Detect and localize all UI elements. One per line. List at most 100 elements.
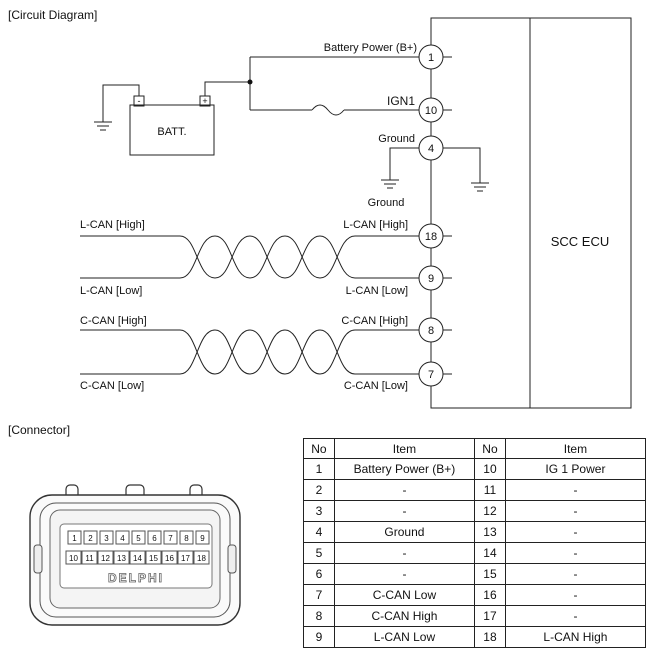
pin-10-label: IGN1 (387, 94, 415, 108)
battery-label: BATT. (157, 126, 186, 138)
cell-item: L-CAN High (504, 626, 646, 648)
table-row: 5 - 14 - (303, 542, 646, 564)
cell-item: Ground (333, 521, 476, 543)
connector-pin-11: 11 (85, 554, 94, 563)
pin-9: 9 (418, 265, 444, 291)
pin-8: 8 (418, 317, 444, 343)
cell-item: IG 1 Power (504, 458, 646, 480)
left-c-can-high-label: C-CAN [High] (80, 315, 147, 327)
connector-pin-3: 3 (104, 534, 109, 543)
left-l-can-high-label: L-CAN [High] (80, 219, 145, 231)
cell-no: 11 (474, 479, 506, 501)
connector-pin-14: 14 (133, 554, 142, 563)
header-no-1: No (303, 438, 335, 459)
cell-no: 10 (474, 458, 506, 480)
pin-10-number: 10 (425, 105, 437, 117)
header-no-2: No (474, 438, 506, 459)
cell-no: 4 (303, 521, 335, 543)
pin-4: 4 (418, 135, 444, 161)
cell-item: - (504, 605, 646, 627)
cell-no: 3 (303, 500, 335, 522)
cell-item: C-CAN Low (333, 584, 476, 606)
cell-item: - (333, 542, 476, 564)
table-row: 4 Ground 13 - (303, 521, 646, 543)
pin-18-number: 18 (425, 231, 437, 243)
battery-positive-wire (204, 81, 250, 96)
wire-junction (247, 79, 253, 85)
cell-item: - (504, 479, 646, 501)
pin-10: 10 (418, 97, 444, 123)
pin-4-label: Ground (378, 133, 415, 145)
table-row: 6 - 15 - (303, 563, 646, 585)
cell-no: 18 (474, 626, 506, 648)
cell-no: 9 (303, 626, 335, 648)
pin-table: No Item No Item 1 Battery Power (B+) 10 … (303, 438, 646, 648)
ground-wire-left (389, 147, 419, 180)
pin-7: 7 (418, 361, 444, 387)
cell-item: - (504, 500, 646, 522)
left-l-can-low-label: L-CAN [Low] (80, 285, 142, 297)
battery: BATT. - + (129, 95, 215, 156)
cell-no: 6 (303, 563, 335, 585)
pin-18: 18 (418, 223, 444, 249)
cell-no: 17 (474, 605, 506, 627)
ground-symbol-left (381, 179, 399, 189)
cell-item: - (333, 563, 476, 585)
battery-ground-symbol (94, 121, 112, 131)
pin-7-number: 7 (428, 369, 434, 381)
cell-item: - (504, 542, 646, 564)
connector-pin-1: 1 (72, 534, 77, 543)
ground-label: Ground (368, 197, 405, 209)
connector-pin-13: 13 (117, 554, 126, 563)
cell-item: L-CAN Low (333, 626, 476, 648)
cell-no: 12 (474, 500, 506, 522)
pin-8-label: C-CAN [High] (341, 315, 408, 327)
header-item-2: Item (504, 438, 646, 459)
cell-item: Battery Power (B+) (333, 458, 476, 480)
connector-pin-7: 7 (168, 534, 173, 543)
table-row: 8 C-CAN High 17 - (303, 605, 646, 627)
cell-item: - (333, 500, 476, 522)
table-row: 3 - 12 - (303, 500, 646, 522)
cell-no: 14 (474, 542, 506, 564)
table-row: 9 L-CAN Low 18 L-CAN High (303, 626, 646, 648)
connector-pin-9: 9 (200, 534, 205, 543)
ground-symbol-right (471, 182, 489, 192)
cell-no: 13 (474, 521, 506, 543)
connector-pin-12: 12 (101, 554, 110, 563)
cell-no: 5 (303, 542, 335, 564)
cell-item: - (504, 521, 646, 543)
pin-1-number: 1 (428, 52, 434, 64)
circuit-diagram-label: [Circuit Diagram] (8, 8, 97, 22)
table-row: 1 Battery Power (B+) 10 IG 1 Power (303, 458, 646, 480)
c-can-twisted-pair (80, 329, 419, 375)
cell-no: 16 (474, 584, 506, 606)
cell-item: - (504, 563, 646, 585)
ecu-box (430, 17, 632, 409)
left-c-can-low-label: C-CAN [Low] (80, 380, 144, 392)
connector-pin-2: 2 (88, 534, 93, 543)
pin-8-number: 8 (428, 325, 434, 337)
battery-plus: + (202, 96, 207, 106)
connector-pin-4: 4 (120, 534, 125, 543)
header-item-1: Item (333, 438, 476, 459)
pin-18-label: L-CAN [High] (343, 219, 408, 231)
pin-4-number: 4 (428, 143, 434, 155)
pin-9-label: L-CAN [Low] (346, 285, 408, 297)
pin-1: 1 (418, 44, 444, 70)
table-header-row: No Item No Item (303, 438, 646, 459)
cell-no: 2 (303, 479, 335, 501)
pin-7-label: C-CAN [Low] (344, 380, 408, 392)
connector-row-2: 10 11 12 13 14 15 16 17 18 (65, 550, 210, 565)
fuse-symbol (311, 104, 345, 116)
connector-pin-5: 5 (136, 534, 141, 543)
connector-brand-logo: DELPHI (108, 571, 164, 585)
connector-pin-8: 8 (184, 534, 189, 543)
connector-pin-10: 10 (69, 554, 78, 563)
ground-wire-right (443, 147, 481, 183)
table-row: 7 C-CAN Low 16 - (303, 584, 646, 606)
connector-pin-18: 18 (197, 554, 206, 563)
pin-1-label: Battery Power (B+) (324, 42, 417, 54)
connector-pin-6: 6 (152, 534, 157, 543)
